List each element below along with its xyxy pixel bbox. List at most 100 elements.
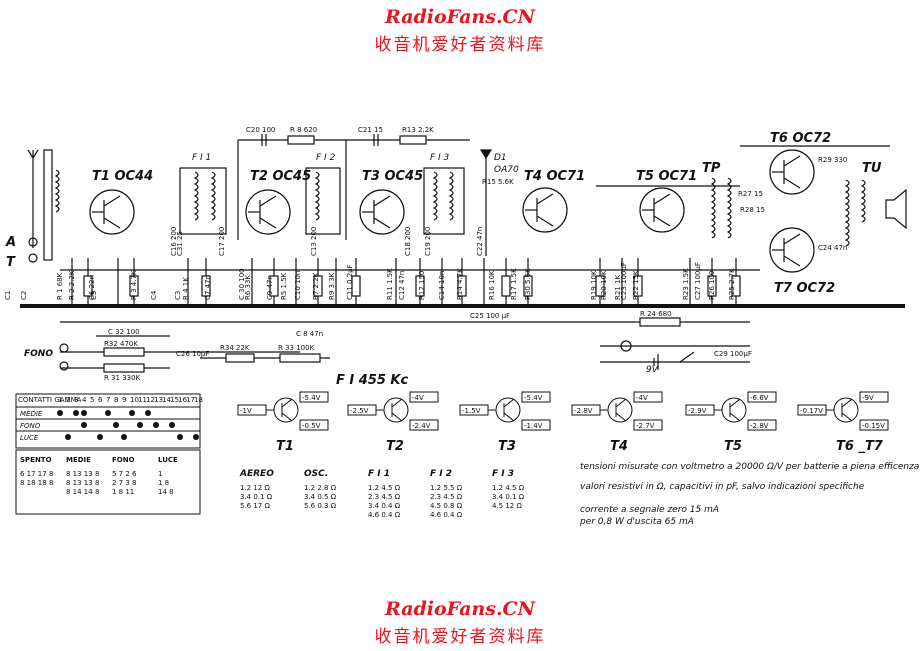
voltage-transistor-collector [503,398,515,408]
transistor-internals [92,155,801,267]
t6-name: T6 OC72 [770,131,831,146]
contact-number: 4 [82,396,87,404]
component-label: C17 200 [218,227,226,256]
switch-contact-dot [169,422,175,428]
ground-input-label: T [6,255,16,270]
component-label: R23 1.5K [682,268,690,300]
note-current-zero: corrente a segnale zero 15 mA [580,505,719,515]
component-label: C10 10n [294,271,302,300]
t2-name: T2 OC45 [250,169,311,184]
contact-number: 8 [114,396,118,404]
watermark-tagline-bottom: 收音机爱好者资料库 [374,627,546,647]
component-label: R25 2.7K [728,268,736,300]
switch-contact-dot [97,434,103,440]
switch-contact-dot [193,434,199,440]
tu-label: TU [862,161,882,176]
voltage-emitter-box [299,419,329,431]
fono-jack-2 [59,361,69,371]
coil-resistance-cell: 2.3 4.5 Ω [368,493,401,501]
t1-name: T1 OC44 [92,169,153,184]
contact-number: 2 [66,396,70,404]
voltage-emitter: -0.15V [862,422,885,430]
component-label: C1 [4,291,12,300]
voltage-emitter: -0.5V [302,422,321,430]
voltage-base-box [237,404,267,416]
coil-resistance-cell: 4.5 0.8 Ω [430,502,463,510]
voltage-collector-box [521,391,551,403]
switch-state-line: 1 8 [158,479,169,487]
switch-contact-dot [137,422,143,428]
c20-label: C20 100 [246,126,275,134]
r29-label: R29 330 [818,156,847,164]
switch-contact-dot [81,410,87,416]
if-transformer-fi3 [423,167,465,235]
transistor-t5-symbol [639,187,685,233]
component-label: C22 47n [476,227,484,256]
c21-label: C21 15 [358,126,383,134]
contact-number: 6 [98,396,103,404]
voltage-transistor-name: T2 [386,439,404,454]
voltage-transistor-symbol [273,397,299,423]
contact-number: 11 [138,396,147,404]
voltage-collector: -5.4V [524,394,543,402]
r31-label: R 31 330K [104,374,141,382]
switch-state-label: FONO [112,456,135,464]
switch-table-header: CONTATTI GAMMA [18,396,82,404]
component-label: C31 25 [176,231,184,256]
t4-name: T4 OC71 [524,169,585,184]
voltage-collector: -4V [412,394,424,402]
voltage-transistor-emitter [729,412,741,422]
contact-number: 7 [106,396,110,404]
voltage-transistor-emitter [281,412,293,422]
c8-label: C 8 47n [296,330,323,338]
component-label: R26 100 [708,271,716,300]
vertical-resistor-bodies [83,275,741,297]
voltage-transistor-symbol [833,397,859,423]
switch-contact-dot [65,434,71,440]
transistor-voltage-diagrams: -1V-5.4V-0.5VT1-2.5V-4V-2.4VT2-1.5V-5.4V… [237,391,889,454]
voltage-transistor-emitter [615,412,627,422]
tp-label: TP [702,161,721,176]
fi1-label: F I 1 [192,153,211,163]
contact-number: 10 [130,396,139,404]
component-label: R6 33K [244,275,252,300]
voltage-transistor-collector [841,398,853,408]
watermark-site-bottom: RadioFans.CN [384,598,536,620]
coil-resistance-cell: 5.6 17 Ω [240,502,270,510]
voltage-emitter-box [521,419,551,431]
component-label: R7 2.2K [312,272,320,300]
coil-l1 [54,169,60,213]
switch-contact-dot [81,422,87,428]
voltage-transistor-collector [615,398,627,408]
switch-row-name: MEDIE [20,410,43,418]
voltage-collector-box [747,391,777,403]
voltage-emitter-box [633,419,663,431]
voltage-base-box [685,404,715,416]
voltage-emitter: -2.4V [412,422,431,430]
voltage-transistor-emitter [841,412,853,422]
voltage-transistor-collector [281,398,293,408]
switch-state-label: LUCE [158,456,178,464]
switch-state-line: 5 7 2 6 [112,470,137,478]
voltage-transistor-collector [729,398,741,408]
component-label: C13 200 [310,227,318,256]
contact-number: 12 [146,396,155,404]
voltage-collector-box [633,391,663,403]
contact-number: 9 [122,396,126,404]
voltage-emitter-box [747,419,777,431]
transistor-t4-symbol [522,187,568,233]
switch-row-name: FONO [20,422,41,430]
voltage-transistor-symbol [607,397,633,423]
component-label: R16 10K [488,270,496,300]
switch-contact-dot [177,434,183,440]
voltage-emitter-box [409,419,439,431]
voltage-transistor-symbol [495,397,521,423]
switch-state-label: SPENTO [20,456,52,464]
contact-number: 1 [58,396,62,404]
component-label: C12 47n [398,271,406,300]
component-label: R 2 2.2K [68,270,76,300]
fi3-label: F I 3 [430,153,450,163]
ferrite-rod [43,149,53,261]
voltage-base-box [797,404,827,416]
coil-resistance-cell: 1.2 5.5 Ω [430,484,463,492]
